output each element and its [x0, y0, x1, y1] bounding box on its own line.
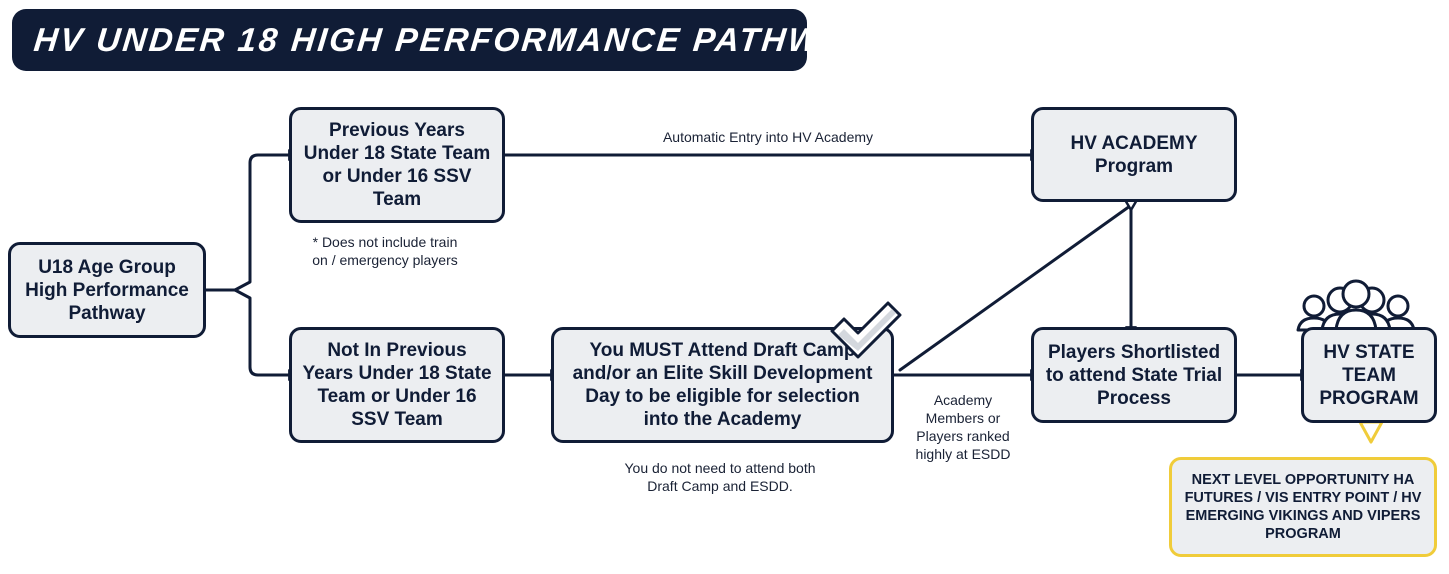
node-players-shortlisted-label: Players Shortlisted to attend State Tria…	[1045, 341, 1223, 409]
label-does-not-include-line-2: on / emergency players	[312, 252, 458, 268]
page-title: HV UNDER 18 HIGH PERFORMANCE PATHWAY	[32, 21, 871, 58]
node-previous-years-label: Previous Years Under 18 State Team or Un…	[303, 120, 491, 210]
label-academy-members-line-3: Players ranked	[916, 428, 1010, 444]
node-u18-pathway-label: U18 Age Group High Performance Pathway	[25, 256, 189, 324]
node-players-shortlisted: Players Shortlisted to attend State Tria…	[1031, 327, 1237, 423]
node-hv-academy: HV ACADEMY Program	[1031, 107, 1237, 202]
link-u18-to-not-previous	[233, 288, 300, 381]
node-must-attend-label: You MUST Attend Draft Camp and/or an Eli…	[572, 340, 873, 430]
title-banner: HV UNDER 18 HIGH PERFORMANCE PATHWAY	[12, 9, 870, 71]
node-previous-years: Previous Years Under 18 State Team or Un…	[289, 107, 505, 223]
node-not-in-previous-years: Not In Previous Years Under 18 State Tea…	[289, 327, 505, 443]
label-academy-members: Academy Members or Players ranked highly…	[903, 391, 1023, 463]
link-must-attend-to-academy	[898, 204, 1132, 372]
node-hv-academy-label: HV ACADEMY Program	[1070, 132, 1198, 177]
label-not-need-both-line-1: You do not need to attend both	[624, 460, 816, 476]
checkmark-icon	[830, 301, 902, 359]
node-next-level-opportunity-label: NEXT LEVEL OPPORTUNITY HA FUTURES / VIS …	[1184, 472, 1422, 542]
label-academy-members-line-1: Academy	[933, 392, 993, 408]
node-next-level-opportunity: NEXT LEVEL OPPORTUNITY HA FUTURES / VIS …	[1169, 457, 1437, 557]
node-u18-pathway: U18 Age Group High Performance Pathway	[8, 242, 206, 338]
label-not-need-both-line-2: Draft Camp and ESDD.	[647, 478, 793, 494]
people-group-icon	[1296, 279, 1416, 332]
label-does-not-include: * Does not include train on / emergency …	[295, 233, 475, 269]
label-not-need-both: You do not need to attend both Draft Cam…	[600, 459, 840, 495]
link-u18-to-previous	[233, 149, 300, 292]
label-academy-members-line-4: highly at ESDD	[915, 446, 1011, 462]
link-state-team-to-next-level	[1358, 420, 1384, 444]
node-not-in-previous-years-label: Not In Previous Years Under 18 State Tea…	[302, 340, 492, 430]
label-academy-members-line-2: Members or	[925, 410, 1001, 426]
node-hv-state-team-label: HV STATE TEAM PROGRAM	[1319, 341, 1419, 409]
node-hv-state-team: HV STATE TEAM PROGRAM	[1301, 327, 1437, 423]
node-must-attend: You MUST Attend Draft Camp and/or an Eli…	[551, 327, 894, 443]
label-does-not-include-line-1: * Does not include train	[312, 234, 458, 250]
label-automatic-entry: Automatic Entry into HV Academy	[662, 129, 874, 145]
